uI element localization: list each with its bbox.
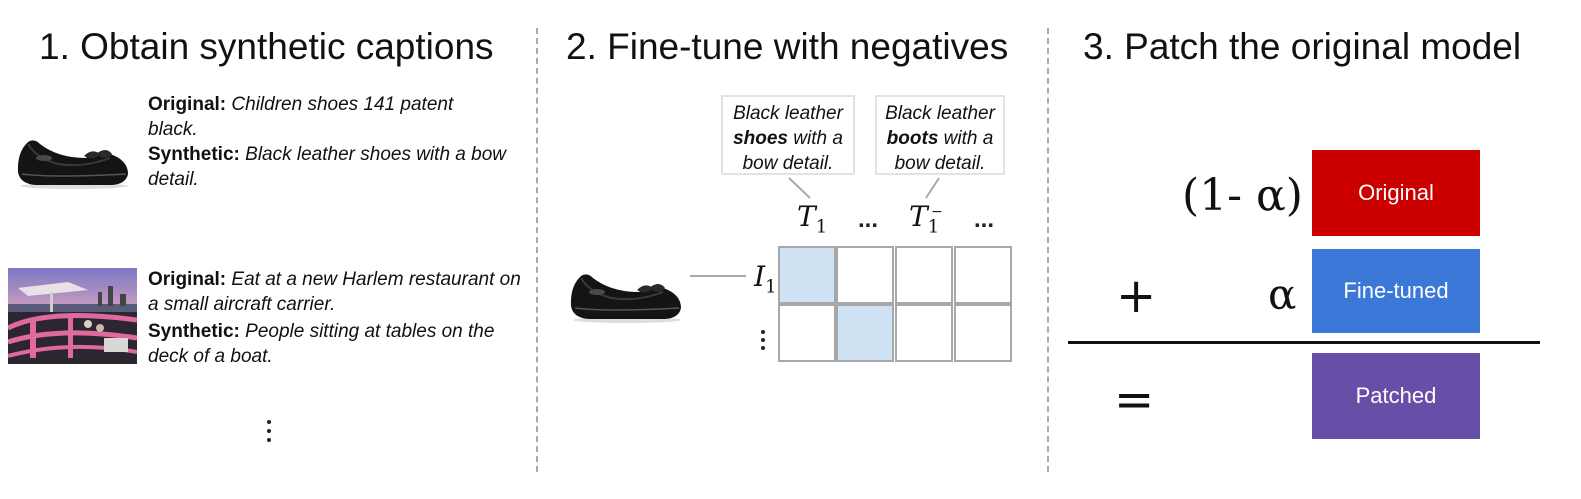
matrix-cell xyxy=(778,304,836,362)
original-model-box: Original xyxy=(1312,150,1480,236)
matrix-cell xyxy=(895,246,953,304)
synthetic-caption-text: People sitting at tables on the deck of … xyxy=(148,321,495,367)
matrix-cell xyxy=(954,304,1012,362)
divider-2 xyxy=(1047,28,1049,472)
original-caption-text: Eat at a new Harlem restaurant on a smal… xyxy=(148,269,521,315)
text-embedding-t1-negative: T1− xyxy=(909,200,943,238)
patched-model-box: Patched xyxy=(1312,353,1480,439)
positive-text-box: Black leather shoes with a bow detail. xyxy=(721,95,855,175)
matrix-cell xyxy=(836,246,894,304)
original-label: Original: xyxy=(148,269,227,290)
original-caption-text: Children shoes 141 patent black. xyxy=(148,94,454,140)
synthetic-label: Synthetic: xyxy=(148,144,240,165)
section-title-3: 3. Patch the original model xyxy=(1083,26,1522,67)
column-ellipsis: ... xyxy=(974,206,995,233)
caption-block-1: Original: Children shoes 141 patent blac… xyxy=(148,92,508,192)
shoe-photo xyxy=(17,140,129,189)
original-label: Original: xyxy=(148,94,227,115)
column-ellipsis: ... xyxy=(858,206,879,233)
text-embedding-t1: T1 xyxy=(797,200,828,238)
matrix-cell-positive xyxy=(778,246,836,304)
synthetic-caption-text: Black leather shoes with a bow detail. xyxy=(148,144,507,190)
matrix-cell xyxy=(954,246,1012,304)
negative-text-box: Black leather boots with a bow detail. xyxy=(875,95,1005,175)
boat-deck-photo xyxy=(8,268,137,364)
finetuned-model-box: Fine-tuned xyxy=(1312,249,1480,333)
section-title-2: 2. Fine-tune with negatives xyxy=(566,26,1009,67)
matrix-cell-positive xyxy=(836,304,894,362)
sum-line xyxy=(1068,341,1540,344)
coefficient-one-minus-alpha: (1- α) xyxy=(1182,170,1303,221)
section-title-1: 1. Obtain synthetic captions xyxy=(39,26,494,67)
shoe-photo xyxy=(570,274,681,323)
coefficient-alpha: α xyxy=(1268,270,1297,319)
caption-block-2: Original: Eat at a new Harlem restaurant… xyxy=(148,267,532,369)
synthetic-label: Synthetic: xyxy=(148,321,240,342)
similarity-matrix xyxy=(778,246,1014,364)
divider-1 xyxy=(536,28,538,472)
positive-keyword: shoes xyxy=(733,128,788,149)
image-embedding-i1: I1 xyxy=(754,260,777,298)
vertical-ellipsis xyxy=(267,420,271,442)
equals-sign: = xyxy=(1114,372,1155,428)
matrix-cell xyxy=(895,304,953,362)
plus-sign: + xyxy=(1116,268,1157,324)
vertical-ellipsis xyxy=(761,330,765,350)
negative-keyword: boots xyxy=(886,128,939,149)
